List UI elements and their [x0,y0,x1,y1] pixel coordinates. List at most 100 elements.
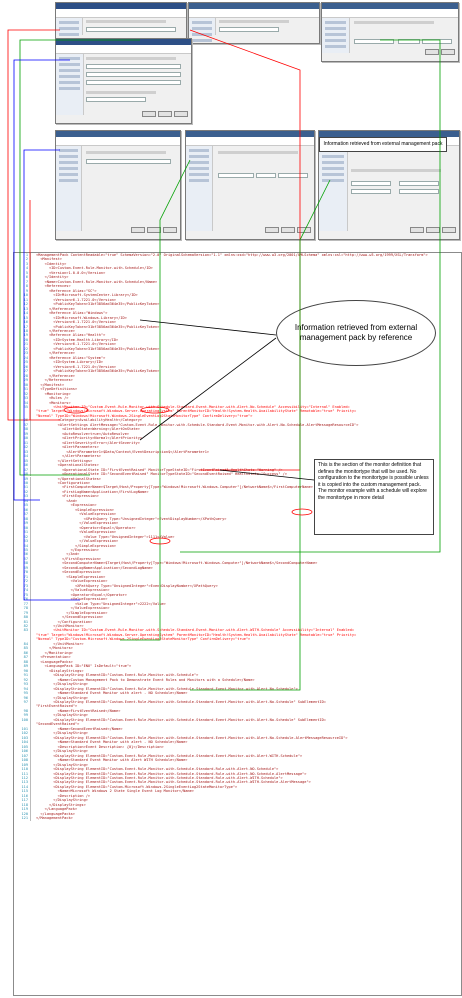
gutter-marker [30,749,35,754]
code-text: <DisplayString ElementID="Custom.Event.R… [36,753,303,758]
gutter-marker [30,753,35,759]
line-number: 115 [21,789,29,794]
line-number: 120 [21,811,29,816]
line-number: 90 [23,668,28,673]
line-number: 116 [21,793,29,798]
gutter-marker [30,686,35,692]
code-text: </LanguagePack> [36,807,78,812]
code-text: </ValueExpression> [36,588,110,593]
code-text: </DisplayString> [36,731,88,736]
code-text: <LanguagePack ID="ENU" IsDefault="true"> [36,664,132,669]
code-text: <ValueExpression> [36,579,108,584]
code-text: <Operator>Equal</Operator> [36,525,136,530]
code-line: 86 </Monitoring> [14,650,461,656]
code-line: 78 </ValueExpression> [14,606,461,611]
code-text: <DisplayString ElementID="Custom.Event.R… [36,717,326,722]
line-number: 91 [23,673,28,678]
code-text: </ValueExpression> [36,606,110,611]
code-text: <ValueExpression> [36,512,117,517]
code-text: </SimpleExpression> [36,610,108,615]
gutter-marker [30,655,35,660]
gutter-marker [30,722,35,727]
line-number: 121 [21,816,29,821]
line-number: 80 [23,615,28,620]
gutter-marker [30,700,35,705]
code-line: 113 <DisplayString ElementID="Custom.Eve… [14,780,461,785]
gutter-marker [30,717,35,723]
code-text: <SecondLogName>Application</SecondLogNam… [36,565,153,570]
gutter-marker [30,762,35,768]
wizard-screenshot-second-expression [185,130,315,240]
code-text: "FirstEventRaised"> [36,704,78,709]
gutter-marker [30,677,35,683]
code-text: <SimpleExpression> [36,574,106,579]
code-line: 116 <Description /> [14,793,461,799]
gutter-marker [30,664,35,669]
gutter-marker [30,802,35,808]
line-number: 118 [21,802,29,807]
code-text: </Monitors> [36,646,73,651]
line-number: 112 [21,775,29,780]
code-text: </FirstExpression> [36,556,101,561]
line-number: 87 [23,655,28,660]
code-text: </Configuration> [36,619,93,624]
gutter-marker [30,637,35,642]
gutter-marker [30,601,35,607]
code-line: 79 </SimpleExpression> [14,610,461,616]
gutter-marker [30,610,35,616]
code-line: 96 </DisplayString> [14,695,461,700]
line-number: 93 [23,682,28,687]
code-text: <SecondExpression> [36,570,101,575]
line-number: 104 [21,740,29,745]
gutter-marker [30,793,35,799]
code-line: "SecondEventRaised"> [14,722,461,727]
gutter-marker [30,784,35,790]
gutter-marker [30,775,35,781]
code-line: 98 <Name>FirstEventRaised</Name> [14,708,461,714]
code-text: <Name>Standard Event Monitor with alert … [36,691,188,696]
line-number: 89 [23,664,28,669]
line-number: 111 [21,771,29,776]
gutter-marker [30,798,35,803]
code-line: "FirstEventRaised"> [14,704,461,709]
code-line: 102 </DisplayString> [14,731,461,736]
line-number: 102 [21,731,29,736]
code-text: <FirstLogName>Application</FirstLogName> [36,489,149,494]
code-text: <FirstExpression> [36,494,99,499]
line-number: 85 [23,646,28,651]
code-text: <DisplayString ElementID="Custom.Event.R… [36,767,279,772]
code-line: 103 <DisplayString ElementID="Custom.Eve… [14,735,461,741]
line-number: 103 [21,735,29,740]
gutter-marker [30,695,35,700]
code-line: 109 </DisplayString> [14,762,461,768]
gutter-marker [30,771,35,776]
gutter-marker [30,682,35,687]
line-number: 79 [23,610,28,615]
code-text: </SimpleExpression> [36,543,117,548]
line-number: 86 [23,650,28,655]
code-text: </DisplayString> [36,798,88,803]
wizard-screenshot-general [55,2,187,44]
code-line: 111 <DisplayString ElementID="Custom.Eve… [14,771,461,776]
gutter-marker [30,726,35,732]
wizard-screenshot-main [55,38,192,124]
line-number: 81 [23,619,28,624]
gutter-marker [30,708,35,714]
health-note-label: Information retrieved from external mana… [319,137,447,152]
code-line: 100 <DisplayString ElementID="Custom.Eve… [14,717,461,723]
code-text: <LanguagePacks> [36,659,73,664]
line-number: 108 [21,758,29,763]
code-line: 121</ManagementPack> [14,816,461,821]
code-text: </DisplayStrings> [36,802,86,807]
gutter-marker [30,632,35,638]
line-number: 99 [23,713,28,718]
code-text: </DisplayString> [36,682,88,687]
code-line: 88 <LanguagePacks> [14,659,461,665]
code-line: 104 <Name>Standard Event Monitor with al… [14,740,461,745]
code-text: <Name>Microsoft Windows 2 State Single E… [36,789,194,794]
code-text: <Operator>Equal</Operator> [36,592,127,597]
gutter-marker [30,789,35,794]
line-number: 114 [21,784,29,789]
gutter-marker [30,624,35,629]
external-reference-text: Information retrieved from external mana… [294,323,418,342]
